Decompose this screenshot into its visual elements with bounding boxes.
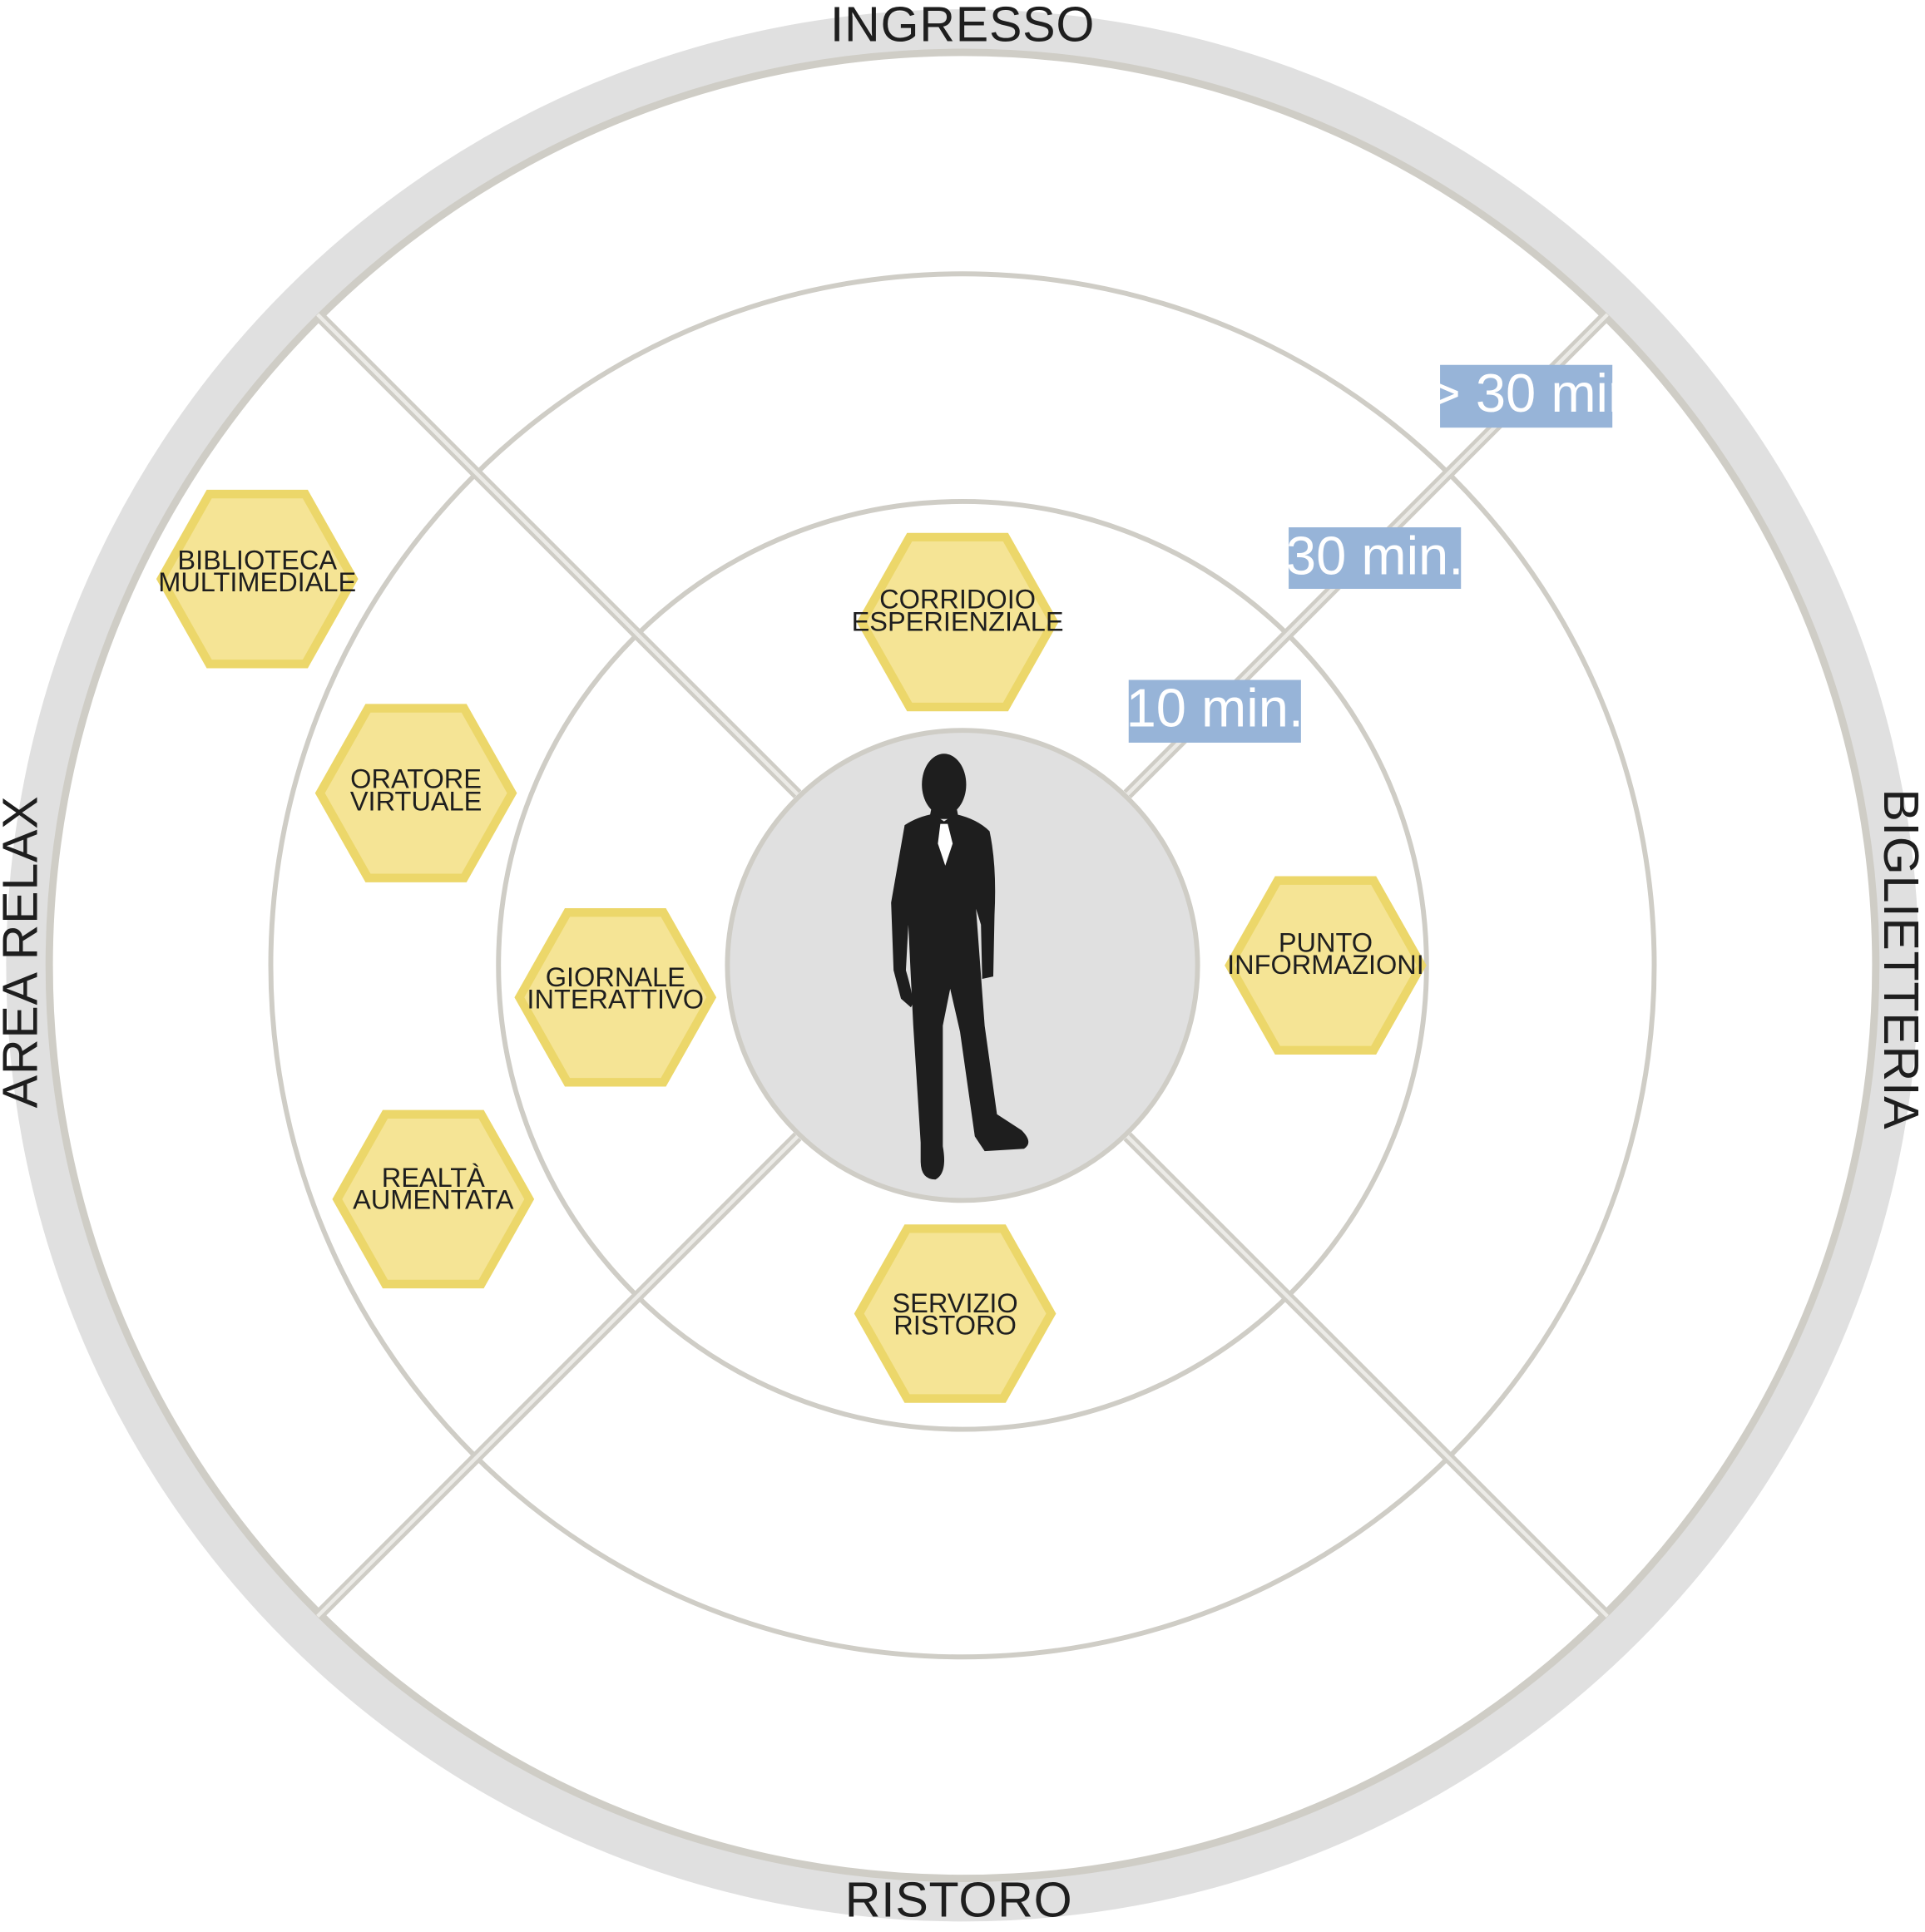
divider-sw: [314, 1132, 802, 1621]
hex-label-line1: REALTÀ: [382, 1163, 485, 1193]
hex-label-line2: ESPERIENZIALE: [852, 606, 1064, 636]
time-box-30-min: 30 min.: [1286, 525, 1463, 590]
divider-se: [1123, 1132, 1611, 1621]
hex-label-line1: CORRIDOIO: [879, 585, 1036, 615]
hex-biblioteca-multimediale: BIBLIOTECA MULTIMEDIALE: [156, 489, 359, 669]
hex-label-line1: SERVIZIO: [892, 1288, 1017, 1318]
hex-label-line1: ORATORE: [350, 764, 482, 794]
time-label-inner: 10 min.: [1126, 678, 1304, 739]
hex-realta-aumentata: REALTÀ AUMENTATA: [332, 1109, 535, 1289]
hex-label-line2: INFORMAZIONI: [1227, 950, 1424, 980]
hex-label-line2: VIRTUALE: [350, 786, 482, 816]
hex-label-line1: GIORNALE: [546, 962, 685, 992]
hex-corridoio-esperienziale: CORRIDOIO ESPERIENZIALE: [852, 532, 1064, 712]
hex-label-line2: AUMENTATA: [353, 1185, 514, 1215]
divider-nw: [314, 310, 802, 798]
outer-band-inner-edge: [45, 48, 1880, 1883]
time-label-middle: 30 min.: [1286, 525, 1463, 586]
ring-outer-zone: [268, 271, 1657, 1660]
outer-band: [6, 9, 1919, 1922]
zone-label-area-relax: AREA RELAX: [0, 796, 47, 1109]
hex-label-line1: PUNTO: [1279, 927, 1373, 957]
hex-label-line2: MULTIMEDIALE: [158, 567, 356, 597]
time-label-outer: > 30 min: [1429, 363, 1638, 423]
zone-label-ristoro: RISTORO: [845, 1871, 1073, 1927]
hex-servizio-ristoro: SERVIZIO RISTORO: [854, 1224, 1057, 1403]
diagonal-dividers: [314, 310, 1611, 1621]
hex-oratore-virtuale: ORATORE VIRTUALE: [314, 704, 517, 882]
hex-punto-informazioni: PUNTO INFORMAZIONI: [1225, 876, 1427, 1055]
person-silhouette-icon: [891, 754, 1029, 1180]
zone-label-ingresso: INGRESSO: [830, 0, 1095, 52]
zone-label-biglietteria: BIGLIETTERIA: [1873, 788, 1925, 1129]
time-box-over-30-min: > 30 min: [1429, 363, 1638, 428]
time-box-10-min: 10 min.: [1126, 678, 1304, 743]
hex-label-line2: INTERATTIVO: [527, 985, 704, 1015]
hex-label-line1: BIBLIOTECA: [177, 545, 337, 575]
hex-label-line2: RISTORO: [893, 1311, 1017, 1341]
hex-giornale-interattivo: GIORNALE INTERATTIVO: [514, 907, 717, 1087]
